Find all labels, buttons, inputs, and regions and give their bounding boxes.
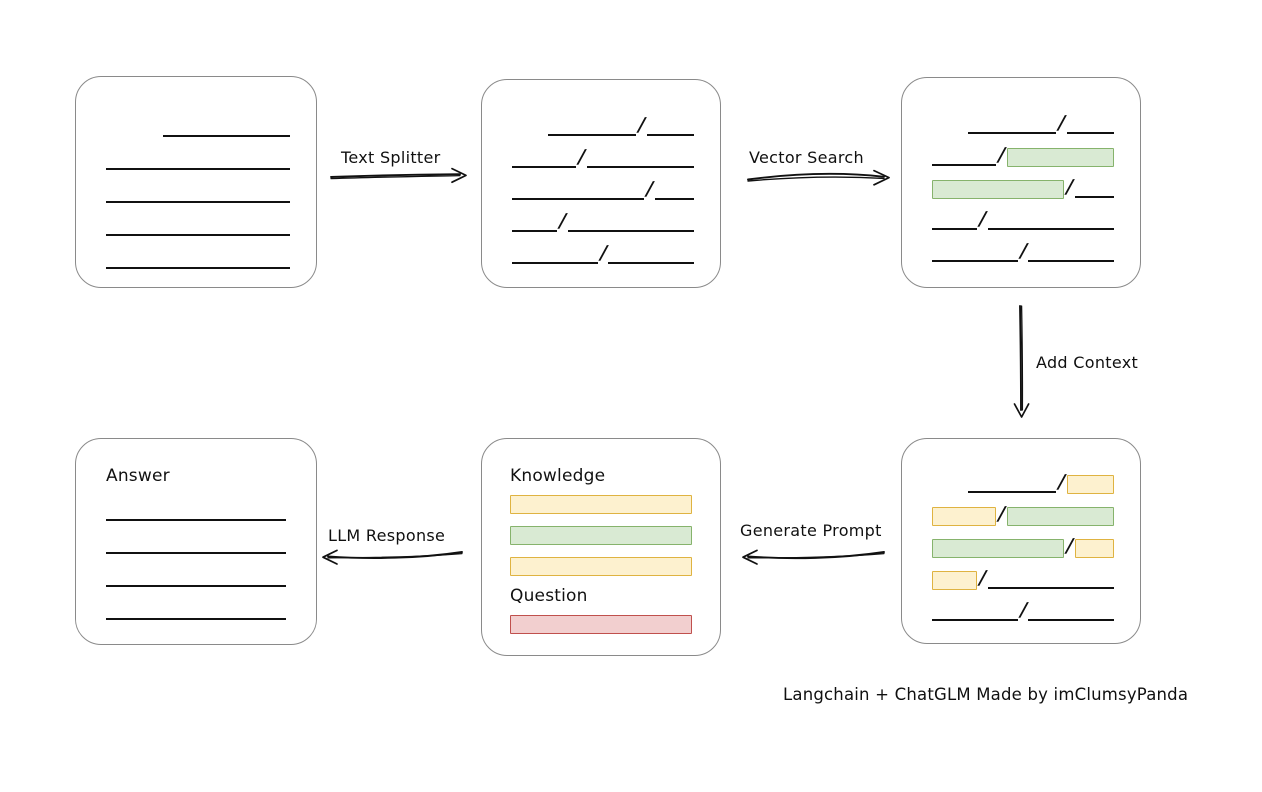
document-line: [106, 216, 290, 238]
document-line: [106, 150, 290, 172]
text-line-segment: [932, 245, 1018, 262]
text-line-segment: [106, 603, 286, 620]
edge-label-add-context: Add Context: [1036, 353, 1139, 372]
source-document-rows: [76, 77, 316, 287]
arrow-text-splitter: [330, 167, 467, 184]
document-line: /: [932, 567, 1114, 591]
document-line: [106, 567, 290, 589]
document-line: /: [512, 210, 694, 234]
text-line-segment: [1067, 117, 1114, 134]
chunk-highlight-green: [1007, 506, 1114, 526]
arrow-vector-search: [747, 169, 890, 186]
chunk-highlight-yellow: [932, 506, 997, 526]
chunk-highlight-yellow: [1067, 474, 1114, 494]
document-line: [106, 117, 290, 139]
edge-label-text-splitter: Text Splitter: [341, 148, 441, 167]
text-line-segment: [968, 117, 1057, 134]
text-line-segment: [587, 151, 694, 168]
text-line-segment: [106, 570, 286, 587]
node-answer[interactable]: Answer: [75, 438, 317, 645]
node-split-chunks[interactable]: / / / / /: [481, 79, 721, 288]
document-line: [106, 534, 290, 556]
document-line: /: [932, 471, 1114, 495]
text-line-segment: [162, 120, 290, 137]
document-line: /: [932, 144, 1114, 168]
chunk-highlight-green: [932, 538, 1065, 558]
document-line: [106, 183, 290, 205]
text-line-segment: [106, 252, 290, 269]
node-prompt[interactable]: Knowledge Question: [481, 438, 721, 656]
document-line: [106, 501, 290, 523]
document-line: /: [512, 146, 694, 170]
text-line-segment: [512, 151, 577, 168]
edge-label-vector-search: Vector Search: [749, 148, 864, 167]
text-line-segment: [932, 149, 997, 166]
edge-label-llm-response: LLM Response: [328, 526, 446, 545]
chunk-highlight-green: [1006, 147, 1114, 167]
text-line-segment: [106, 153, 290, 170]
document-line: [106, 600, 290, 622]
document-line: /: [932, 208, 1114, 232]
document-line: /: [932, 599, 1114, 623]
answer-rows: [76, 439, 316, 644]
question-heading: Question: [510, 586, 588, 606]
node-context-chunks[interactable]: / / / / /: [901, 438, 1141, 644]
retrieved-chunks-rows: / / / / /: [902, 78, 1140, 287]
document-line: /: [932, 240, 1114, 264]
chunk-highlight-yellow: [1075, 538, 1114, 558]
document-line: /: [512, 242, 694, 266]
arrow-generate-prompt: [742, 549, 885, 565]
text-line-segment: [655, 183, 694, 200]
chunk-highlight-green: [932, 179, 1065, 199]
text-line-segment: [608, 247, 694, 264]
text-line-segment: [512, 215, 557, 232]
knowledge-bar-2: [510, 526, 692, 545]
text-line-segment: [548, 119, 637, 136]
arrow-llm-response: [322, 549, 463, 565]
knowledge-bar-3: [510, 557, 692, 576]
footer-credit: Langchain + ChatGLM Made by imClumsyPand…: [783, 685, 1189, 704]
text-line-segment: [106, 537, 286, 554]
context-chunks-rows: / / / / /: [902, 439, 1140, 643]
text-line-segment: [647, 119, 694, 136]
text-line-segment: [1028, 245, 1114, 262]
text-line-segment: [106, 219, 290, 236]
document-line: /: [512, 114, 694, 138]
document-line: /: [932, 503, 1114, 527]
node-retrieved-chunks[interactable]: / / / / /: [901, 77, 1141, 288]
document-line: /: [932, 176, 1114, 200]
text-line-segment: [968, 476, 1057, 493]
knowledge-bar-1: [510, 495, 692, 514]
document-line: /: [932, 112, 1114, 136]
text-line-segment: [932, 604, 1018, 621]
document-line: [106, 249, 290, 271]
document-line: /: [512, 178, 694, 202]
text-line-segment: [512, 247, 598, 264]
text-line-segment: [512, 183, 645, 200]
text-line-segment: [987, 213, 1114, 230]
text-line-segment: [106, 186, 290, 203]
text-line-segment: [988, 572, 1114, 589]
document-line: /: [932, 535, 1114, 559]
node-source-document[interactable]: [75, 76, 317, 288]
split-chunks-rows: / / / / /: [482, 80, 720, 287]
text-line-segment: [1075, 181, 1114, 198]
knowledge-heading: Knowledge: [510, 466, 606, 486]
text-line-segment: [106, 504, 286, 521]
question-bar-1: [510, 615, 692, 634]
text-line-segment: [932, 213, 977, 230]
edge-label-generate-prompt: Generate Prompt: [740, 521, 882, 540]
answer-heading: Answer: [106, 466, 170, 486]
arrow-add-context: [1013, 305, 1030, 418]
text-line-segment: [567, 215, 694, 232]
text-line-segment: [1028, 604, 1114, 621]
chunk-highlight-yellow: [932, 570, 978, 590]
